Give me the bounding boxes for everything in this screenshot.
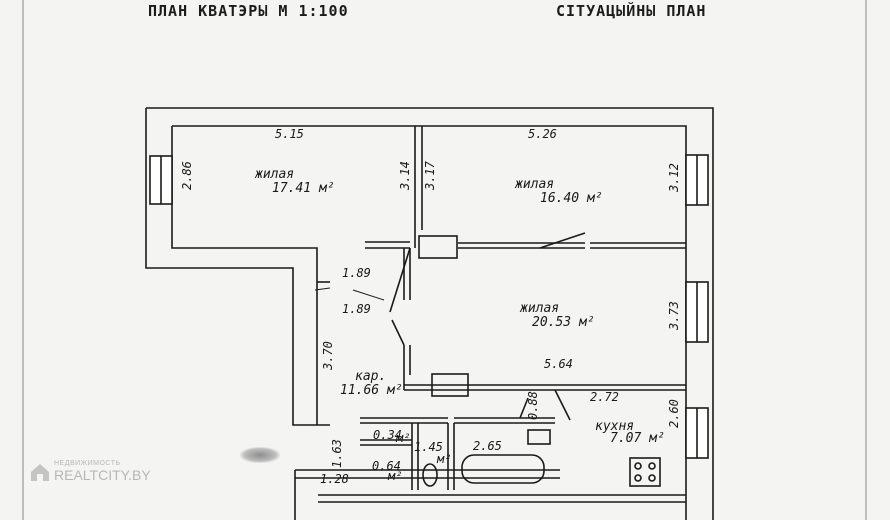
dim-1-28: 1.28 <box>320 472 349 486</box>
plan-detail <box>648 474 656 482</box>
situation-plan-title: СІТУАЦЫЙНЫ ПЛАН <box>556 2 707 20</box>
door-swing-1 <box>389 247 411 313</box>
dim-3-14: 3.14 <box>398 161 412 191</box>
room-area-4: 11.66 м² <box>340 383 403 398</box>
dim-1-89-b: 1.89 <box>342 302 371 316</box>
sink <box>527 429 551 445</box>
dim-1-63: 1.63 <box>330 439 344 468</box>
toilet <box>422 463 438 487</box>
room-area-1: 17.41 м² <box>272 181 335 196</box>
small-area-unit-1: м² <box>395 431 410 445</box>
plan-detail <box>634 462 642 470</box>
room-area-2: 16.40 м² <box>540 191 603 206</box>
plan-title: ПЛАН КВАТЭРЫ М 1:100 <box>148 2 349 20</box>
room-label-2: жилая <box>514 177 554 192</box>
dim-3-12: 3.12 <box>667 163 681 193</box>
plan-detail <box>31 464 49 481</box>
watermark-brand: REALTCITY.BY <box>54 467 151 483</box>
partition-bath <box>360 417 555 490</box>
plan-detail <box>634 474 642 482</box>
bathtub <box>461 454 545 484</box>
chimney-block-2 <box>431 373 469 397</box>
chimney-block-1 <box>418 235 458 259</box>
small-area-unit-3: м² <box>387 469 402 483</box>
room-label-4: кар. <box>355 369 386 384</box>
dimension-lines <box>314 287 385 301</box>
plan-detail <box>37 474 43 481</box>
door-swing-2 <box>391 319 405 346</box>
partition-wc <box>360 423 419 490</box>
door-swing-5 <box>519 397 529 419</box>
watermark-caption: НЕДВИЖИМОСТЬ <box>54 460 121 467</box>
dim-2-86: 2.86 <box>180 161 194 190</box>
room-area-5: 7.07 м² <box>610 431 665 446</box>
partition-bedrooms <box>414 126 423 248</box>
room-label-5: кухня <box>595 419 634 434</box>
plan-detail <box>648 462 656 470</box>
house-logo-icon <box>31 464 49 481</box>
small-area-unit-2: м² <box>436 452 451 466</box>
bottom-wall <box>295 469 686 503</box>
page-border-right <box>865 0 867 520</box>
partition-mid <box>365 241 686 249</box>
room-area-3: 20.53 м² <box>532 315 595 330</box>
kitchen-stove <box>629 457 661 487</box>
dim-3-17: 3.17 <box>423 160 437 191</box>
dim-2-65: 2.65 <box>473 439 502 453</box>
dim-3-70: 3.70 <box>321 341 335 371</box>
dim-5-26: 5.26 <box>528 127 557 141</box>
dim-3-73: 3.73 <box>667 301 681 331</box>
partition-kitchen <box>403 375 686 391</box>
dim-1-45: 1.45 <box>414 440 443 454</box>
room-label-1: жилая <box>254 167 294 182</box>
dim-2-60: 2.60 <box>667 399 681 428</box>
room-label-3: жилая <box>519 301 559 316</box>
dim-1-89-a: 1.89 <box>342 266 371 280</box>
dim-0-64: 0.64 <box>372 459 401 473</box>
dim-2-72: 2.72 <box>590 390 619 404</box>
dim-0-88: 0.88 <box>526 391 540 420</box>
partition-corridor <box>403 248 411 375</box>
dim-0-34: 0.34 <box>373 428 402 442</box>
door-swing-3 <box>539 232 586 249</box>
ink-blot <box>240 447 280 463</box>
dim-5-64: 5.64 <box>544 357 573 371</box>
page-border-left <box>22 0 24 520</box>
dim-5-15: 5.15 <box>275 127 304 141</box>
door-swing-4 <box>554 389 571 421</box>
